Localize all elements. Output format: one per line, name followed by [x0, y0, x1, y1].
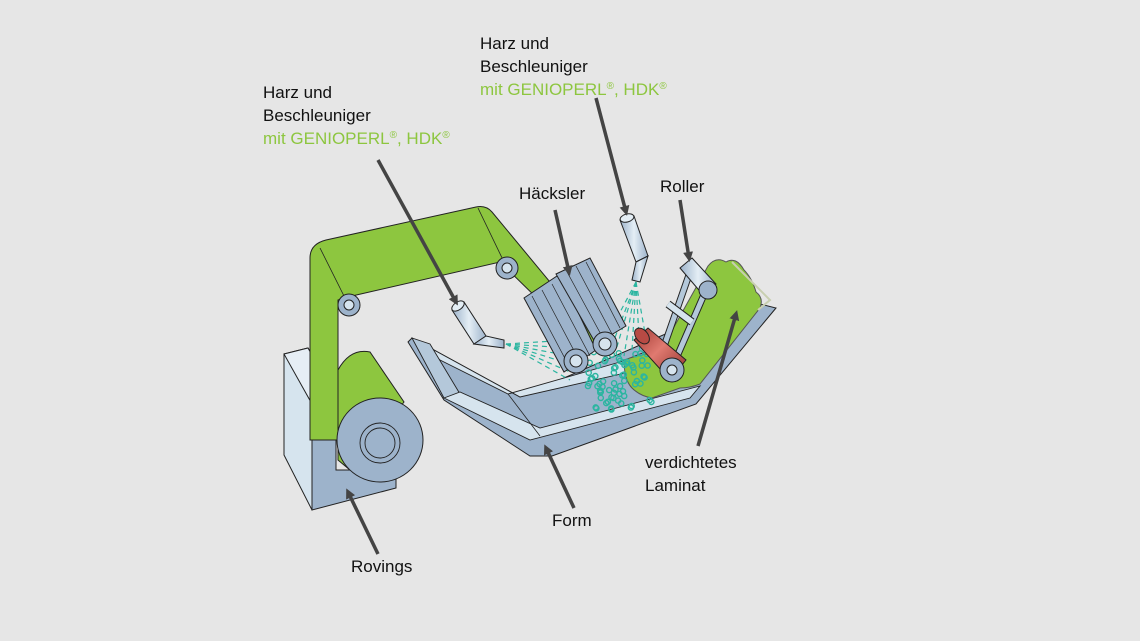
fiber-particle — [594, 362, 602, 370]
chopper — [523, 257, 627, 374]
arrow-roller — [678, 199, 694, 262]
fiber-particle — [639, 357, 646, 364]
fiber-particle — [646, 396, 654, 404]
fiber-particle — [630, 364, 637, 371]
arrow-resin-left — [376, 159, 458, 306]
label-resin-right-additives: mit GENIOPERL®, HDK® — [480, 78, 667, 101]
rovings-spool — [336, 350, 424, 483]
arrow-rovings — [346, 488, 380, 555]
pulley-left — [337, 293, 361, 317]
additive-genioperl: mit GENIOPERL — [263, 129, 390, 148]
spray-line — [505, 343, 571, 373]
spray-line — [505, 343, 571, 381]
fiber-particle — [610, 379, 618, 387]
fiber-particle — [610, 369, 618, 376]
label-resin-left-line1: Harz und — [263, 83, 332, 102]
spray-line — [615, 281, 637, 351]
fiber-particle — [632, 350, 639, 358]
spray-line — [623, 281, 637, 357]
chopped-fibers — [584, 348, 655, 413]
fiber-particle — [628, 402, 636, 410]
fiber-particle — [602, 356, 609, 363]
fiber-particle — [641, 374, 648, 381]
fiber-particle — [587, 375, 595, 383]
fiber-particle — [610, 364, 618, 372]
registered-mark: ® — [606, 81, 614, 92]
registered-mark: ® — [442, 130, 450, 141]
label-compacted-laminate: verdichtetes Laminat — [645, 451, 737, 497]
label-resin-accelerator-right: Harz und Beschleuniger mit GENIOPERL®, H… — [480, 32, 667, 101]
fiber-particle — [640, 373, 647, 380]
label-resin-left-line2: Beschleuniger — [263, 106, 371, 125]
spray-line — [631, 281, 637, 351]
arrow-mold — [544, 444, 576, 509]
spray-nozzle-right — [619, 213, 649, 283]
spray-line — [505, 339, 571, 345]
registered-mark: ® — [659, 81, 667, 92]
arrow-resin-right — [594, 97, 630, 216]
rovings-belt — [309, 206, 599, 441]
spray-nozzle-left — [451, 300, 505, 349]
arrow-laminate — [696, 310, 740, 447]
arrow-chopper — [553, 209, 573, 276]
label-roller: Roller — [660, 177, 705, 196]
fiber-particle — [616, 390, 623, 398]
roller-assembly — [633, 257, 718, 383]
fiber-particle — [633, 377, 641, 385]
pointer-arrows — [346, 97, 740, 555]
fiber-particle — [605, 386, 613, 394]
label-mold: Form — [552, 511, 592, 530]
spray-line — [635, 281, 641, 357]
fiber-particle — [607, 405, 615, 412]
spray-line — [505, 343, 571, 349]
fiber-particle — [620, 377, 628, 385]
fiber-particle — [585, 369, 593, 377]
label-resin-right-line2: Beschleuniger — [480, 57, 588, 76]
pulley-right — [495, 256, 519, 280]
fiber-particle — [616, 357, 624, 365]
label-resin-right-line1: Harz und — [480, 34, 549, 53]
fiber-particle — [617, 400, 625, 407]
fiber-particle — [616, 382, 624, 390]
label-chopper: Häcksler — [519, 184, 586, 203]
fiber-particle — [596, 387, 604, 394]
fiber-particle — [592, 404, 600, 411]
label-laminate-line2: Laminat — [645, 476, 706, 495]
fiber-particle — [612, 386, 619, 393]
fiber-particle — [597, 394, 605, 402]
fiber-particle — [603, 399, 610, 407]
label-resin-accelerator-left: Harz und Beschleuniger mit GENIOPERL®, H… — [263, 81, 450, 150]
fiber-particle — [615, 349, 623, 357]
label-laminate-line1: verdichtetes — [645, 453, 737, 472]
registered-mark: ® — [389, 130, 397, 141]
fiber-particle — [623, 360, 630, 367]
label-rovings: Rovings — [351, 557, 413, 576]
fiber-particle — [620, 371, 628, 379]
additive-genioperl: mit GENIOPERL — [480, 80, 607, 99]
additive-hdk: , HDK — [613, 80, 660, 99]
additive-hdk: , HDK — [396, 129, 443, 148]
label-resin-left-additives: mit GENIOPERL®, HDK® — [263, 127, 450, 150]
